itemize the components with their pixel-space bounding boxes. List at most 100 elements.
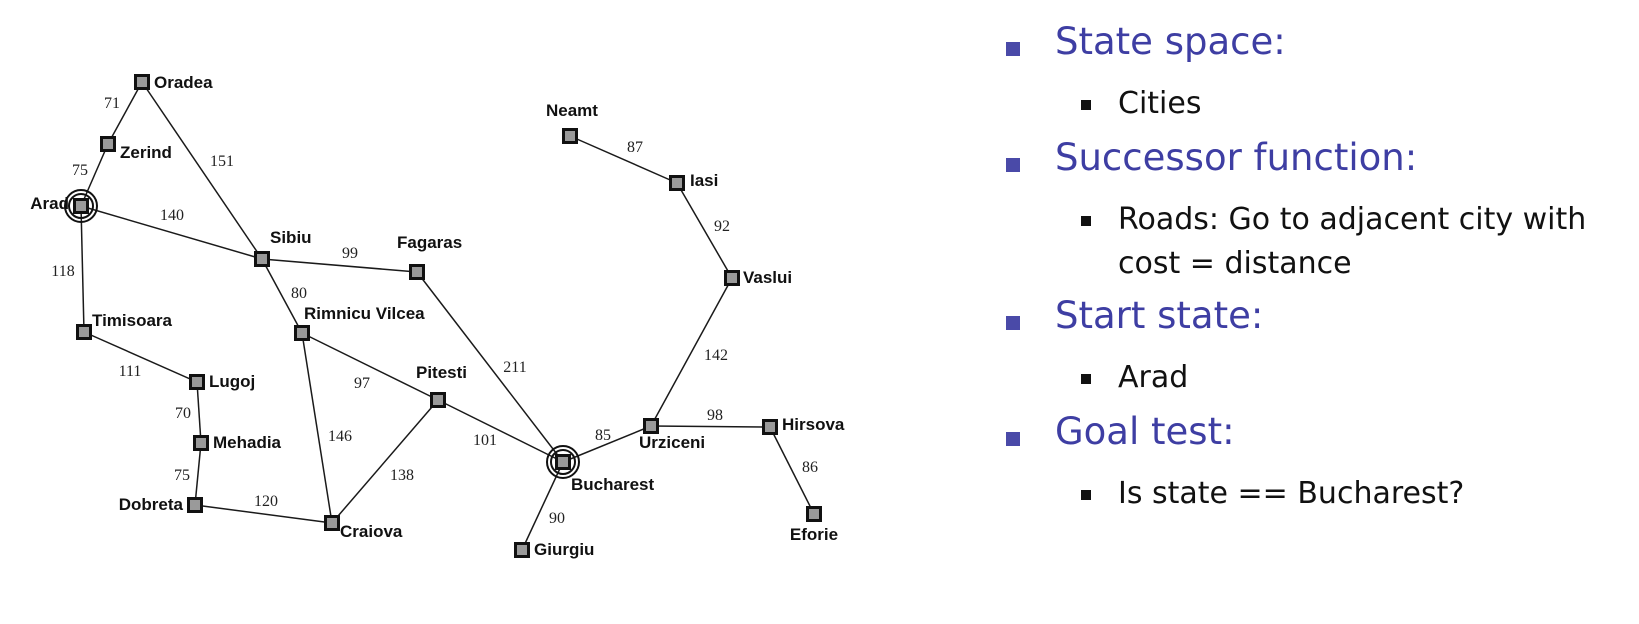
city-label-vaslui: Vaslui bbox=[743, 268, 792, 287]
city-label-urziceni: Urziceni bbox=[639, 433, 705, 452]
road-fagaras-bucharest bbox=[416, 271, 564, 463]
road-map-graph: 7175151140118111707512099809714613810121… bbox=[30, 73, 845, 559]
sub-bullet-square-icon bbox=[1081, 374, 1091, 384]
city-label-iasi: Iasi bbox=[690, 171, 718, 190]
state-space-heading: State space: bbox=[1000, 20, 1639, 74]
city-neamt: Neamt bbox=[546, 101, 598, 144]
city-node-fill bbox=[765, 422, 775, 432]
distance-label-rimnicu-pitesti: 97 bbox=[354, 375, 370, 392]
city-node-fill bbox=[646, 421, 656, 431]
distance-label-urziceni-vaslui: 142 bbox=[704, 347, 728, 364]
distance-label-arad-timisoara: 118 bbox=[51, 263, 74, 280]
state-space-label: State space: bbox=[1055, 20, 1286, 63]
bullet-square-icon bbox=[1006, 316, 1020, 330]
start-state-value: Arad bbox=[1118, 360, 1189, 395]
distance-label-zerind-arad: 75 bbox=[72, 162, 88, 179]
distance-label-sibiu-fagaras: 99 bbox=[342, 245, 358, 262]
distance-label-fagaras-bucharest: 211 bbox=[503, 359, 526, 376]
distance-label-mehadia-dobreta: 75 bbox=[174, 467, 190, 484]
city-iasi: Iasi bbox=[669, 171, 718, 191]
city-node-fill bbox=[192, 377, 202, 387]
road-urziceni-vaslui bbox=[650, 277, 733, 427]
city-label-lugoj: Lugoj bbox=[209, 372, 255, 391]
city-label-eforie: Eforie bbox=[790, 525, 838, 544]
sub-bullet-square-icon bbox=[1081, 100, 1091, 110]
state-space-item: Cities bbox=[1000, 78, 1639, 132]
city-craiova: Craiova bbox=[324, 515, 403, 541]
city-hirsova: Hirsova bbox=[762, 415, 845, 435]
distance-label-vaslui-iasi: 92 bbox=[714, 218, 730, 235]
road-hirsova-eforie bbox=[769, 426, 815, 515]
road-sibiu-rimnicu bbox=[261, 258, 303, 334]
city-sibiu: Sibiu bbox=[254, 228, 312, 267]
sub-bullet-square-icon bbox=[1081, 216, 1091, 226]
city-oradea: Oradea bbox=[134, 73, 213, 92]
city-node-fill bbox=[190, 500, 200, 510]
state-space-value: Cities bbox=[1118, 86, 1202, 121]
city-rimnicu: Rimnicu Vilcea bbox=[294, 304, 425, 341]
road-oradea-sibiu bbox=[141, 81, 263, 260]
city-label-oradea: Oradea bbox=[154, 73, 213, 92]
city-node-fill bbox=[137, 77, 147, 87]
bullet-square-icon bbox=[1006, 432, 1020, 446]
city-node-fill bbox=[727, 273, 737, 283]
city-label-hirsova: Hirsova bbox=[782, 415, 845, 434]
roads-layer: 7175151140118111707512099809714613810121… bbox=[51, 81, 818, 551]
city-label-zerind: Zerind bbox=[120, 143, 172, 162]
city-fagaras: Fagaras bbox=[397, 233, 462, 280]
distance-label-hirsova-eforie: 86 bbox=[802, 459, 818, 476]
road-rimnicu-craiova bbox=[301, 332, 333, 524]
city-label-pitesti: Pitesti bbox=[416, 363, 467, 382]
goal-ring-icon bbox=[546, 445, 580, 479]
city-label-fagaras: Fagaras bbox=[397, 233, 462, 252]
distance-label-rimnicu-craiova: 146 bbox=[328, 428, 352, 445]
successor-function-heading: Successor function: bbox=[1000, 136, 1639, 190]
problem-formulation-list: State space: Cities Successor function: … bbox=[1000, 20, 1639, 526]
city-node-fill bbox=[412, 267, 422, 277]
goal-test-item: Is state == Bucharest? bbox=[1000, 468, 1639, 522]
city-node-fill bbox=[297, 328, 307, 338]
city-label-dobreta: Dobreta bbox=[119, 495, 184, 514]
city-label-craiova: Craiova bbox=[340, 522, 403, 541]
distance-label-pitesti-bucharest: 101 bbox=[473, 432, 497, 449]
distance-label-sibiu-rimnicu: 80 bbox=[291, 285, 307, 302]
successor-function-item: Roads: Go to adjacent city with cost = d… bbox=[1000, 194, 1639, 290]
goal-test-value: Is state == Bucharest? bbox=[1118, 476, 1465, 511]
city-mehadia: Mehadia bbox=[193, 433, 282, 452]
city-node-fill bbox=[327, 518, 337, 528]
successor-function-label: Successor function: bbox=[1055, 136, 1418, 179]
city-label-bucharest: Bucharest bbox=[571, 475, 654, 494]
city-node-fill bbox=[79, 327, 89, 337]
city-label-rimnicu: Rimnicu Vilcea bbox=[304, 304, 425, 323]
goal-ring-icon bbox=[550, 449, 576, 475]
cities-layer: OradeaZerindAradTimisoaraLugojMehadiaDob… bbox=[30, 73, 845, 559]
city-urziceni: Urziceni bbox=[639, 418, 705, 452]
city-zerind: Zerind bbox=[100, 136, 172, 162]
road-lugoj-mehadia bbox=[196, 381, 202, 444]
road-dobreta-craiova bbox=[194, 504, 333, 524]
distance-label-arad-sibiu: 140 bbox=[160, 207, 184, 224]
city-node-fill bbox=[517, 545, 527, 555]
road-mehadia-dobreta bbox=[194, 442, 202, 506]
city-dobreta: Dobreta bbox=[119, 495, 203, 514]
city-pitesti: Pitesti bbox=[416, 363, 467, 408]
city-giurgiu: Giurgiu bbox=[514, 540, 594, 559]
successor-function-value: Roads: Go to adjacent city with cost = d… bbox=[1118, 202, 1587, 281]
road-arad-sibiu bbox=[80, 205, 263, 260]
bullet-square-icon bbox=[1006, 158, 1020, 172]
road-arad-timisoara bbox=[80, 205, 85, 333]
road-iasi-neamt bbox=[569, 135, 678, 184]
city-node-fill bbox=[565, 131, 575, 141]
road-urziceni-hirsova bbox=[650, 425, 771, 428]
city-label-arad: Arad bbox=[30, 194, 69, 213]
road-pitesti-bucharest bbox=[437, 399, 564, 463]
road-rimnicu-pitesti bbox=[301, 332, 439, 401]
road-vaslui-iasi bbox=[676, 182, 733, 279]
distance-label-dobreta-craiova: 120 bbox=[254, 493, 278, 510]
distance-label-oradea-zerind: 71 bbox=[104, 95, 120, 112]
city-arad: Arad bbox=[30, 189, 98, 223]
start-state-label: Start state: bbox=[1055, 294, 1264, 337]
road-bucharest-giurgiu bbox=[521, 461, 564, 551]
distance-label-urziceni-hirsova: 98 bbox=[707, 407, 723, 424]
city-node-fill bbox=[672, 178, 682, 188]
